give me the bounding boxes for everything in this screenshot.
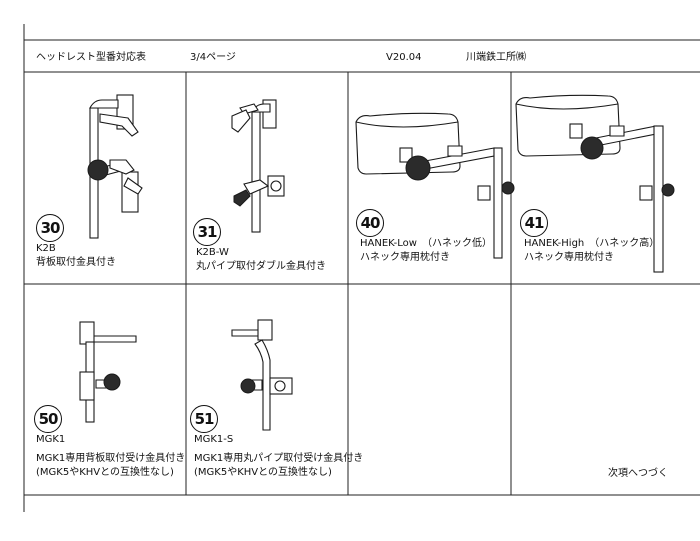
item-number-30: 30 [36, 214, 64, 242]
item-description-50: MGK1専用背板取付受け金具付き [36, 453, 186, 464]
sheet-title: ヘッドレスト型番対応表 [36, 52, 146, 63]
item-description-31: 丸パイプ取付ダブル金具付き [196, 261, 326, 272]
item-description-40: ハネック専用枕付き [360, 252, 450, 263]
item-number-41: 41 [520, 209, 548, 237]
item-model-50: MGK1 [36, 434, 66, 445]
company-name: 川端鉄工所㈱ [466, 52, 526, 63]
item-model-31: K2B-W [196, 247, 229, 258]
item-number-31: 31 [193, 218, 221, 246]
headrest-k2bw-icon [231, 99, 285, 233]
item-note-50: (MGK5やKHVとの互換性なし) [36, 467, 174, 478]
item-model-30: K2B [36, 243, 56, 254]
mgk1s-icon [231, 319, 293, 431]
item-model-41: HANEK-High （ハネック高） [524, 238, 660, 249]
hanek-low-icon [355, 112, 515, 259]
item-number-51: 51 [190, 405, 218, 433]
item-model-40: HANEK-Low （ハネック低） [360, 238, 492, 249]
version: V20.04 [386, 52, 422, 63]
item-number-40: 40 [356, 209, 384, 237]
mgk1-icon [79, 321, 137, 423]
item-number-50: 50 [34, 405, 62, 433]
item-note-51: (MGK5やKHVとの互換性なし) [194, 467, 332, 478]
headrest-k2b-icon [87, 94, 143, 239]
item-description-41: ハネック専用枕付き [524, 252, 614, 263]
page-number: 3/4ページ [190, 52, 236, 63]
item-model-51: MGK1-S [194, 434, 234, 445]
continued-next-page: 次項へつづく [608, 468, 668, 479]
hanek-high-icon [515, 94, 675, 273]
item-description-51: MGK1専用丸パイプ取付受け金具付き [194, 453, 364, 464]
item-description-30: 背板取付金具付き [36, 257, 116, 268]
